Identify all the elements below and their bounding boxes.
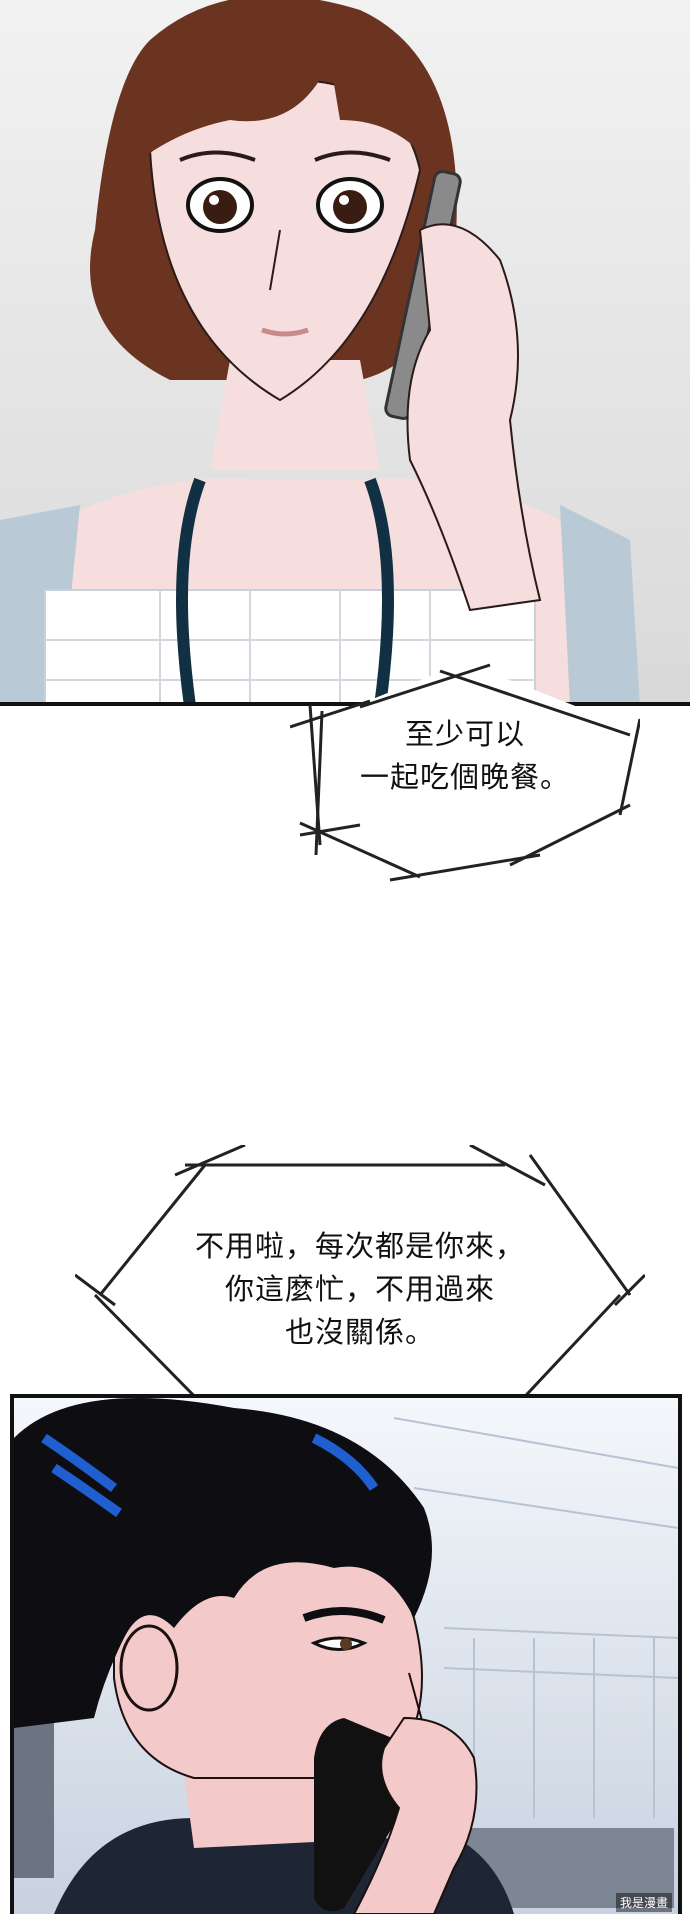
woman-mouth: [261, 327, 309, 337]
man-hair: [14, 1398, 432, 1728]
bubble-2-text: 不用啦，每次都是你來， 你這麼忙，不用過來 也沒關係。: [75, 1225, 645, 1354]
bubble-1-shape: [290, 662, 640, 882]
man-illustration: [14, 1398, 678, 1914]
bubble-1-line: 至少可以: [404, 717, 525, 751]
woman-illustration: [0, 0, 690, 706]
bubble-2-line: 不用啦，每次都是你來，: [194, 1229, 525, 1263]
bubble-1-line: 一起吃個晚餐。: [359, 760, 570, 794]
woman-neck: [210, 360, 380, 470]
speech-bubble-1: 至少可以 一起吃個晚餐。: [290, 645, 640, 885]
bubble-2-line: 你這麼忙，不用過來: [224, 1272, 495, 1306]
woman-lanyard: [176, 477, 394, 706]
man-eye: [310, 1636, 368, 1651]
bubble-1-text: 至少可以 一起吃個晚餐。: [290, 713, 640, 799]
speech-bubble-2: 不用啦，每次都是你來， 你這麼忙，不用過來 也沒關係。: [75, 1145, 645, 1425]
top-panel: [0, 0, 690, 706]
office-lines: [393, 1417, 678, 1818]
man-ear: [119, 1624, 179, 1712]
bottom-panel: 我是漫畫: [10, 1394, 682, 1914]
watermark: 我是漫畫: [615, 1893, 672, 1912]
man-hand: [352, 1716, 478, 1914]
hair-highlight: [41, 1433, 379, 1518]
woman-hand: [406, 223, 542, 612]
bubble-2-line: 也沒關係。: [284, 1315, 435, 1349]
woman-bangs: [140, 35, 435, 170]
